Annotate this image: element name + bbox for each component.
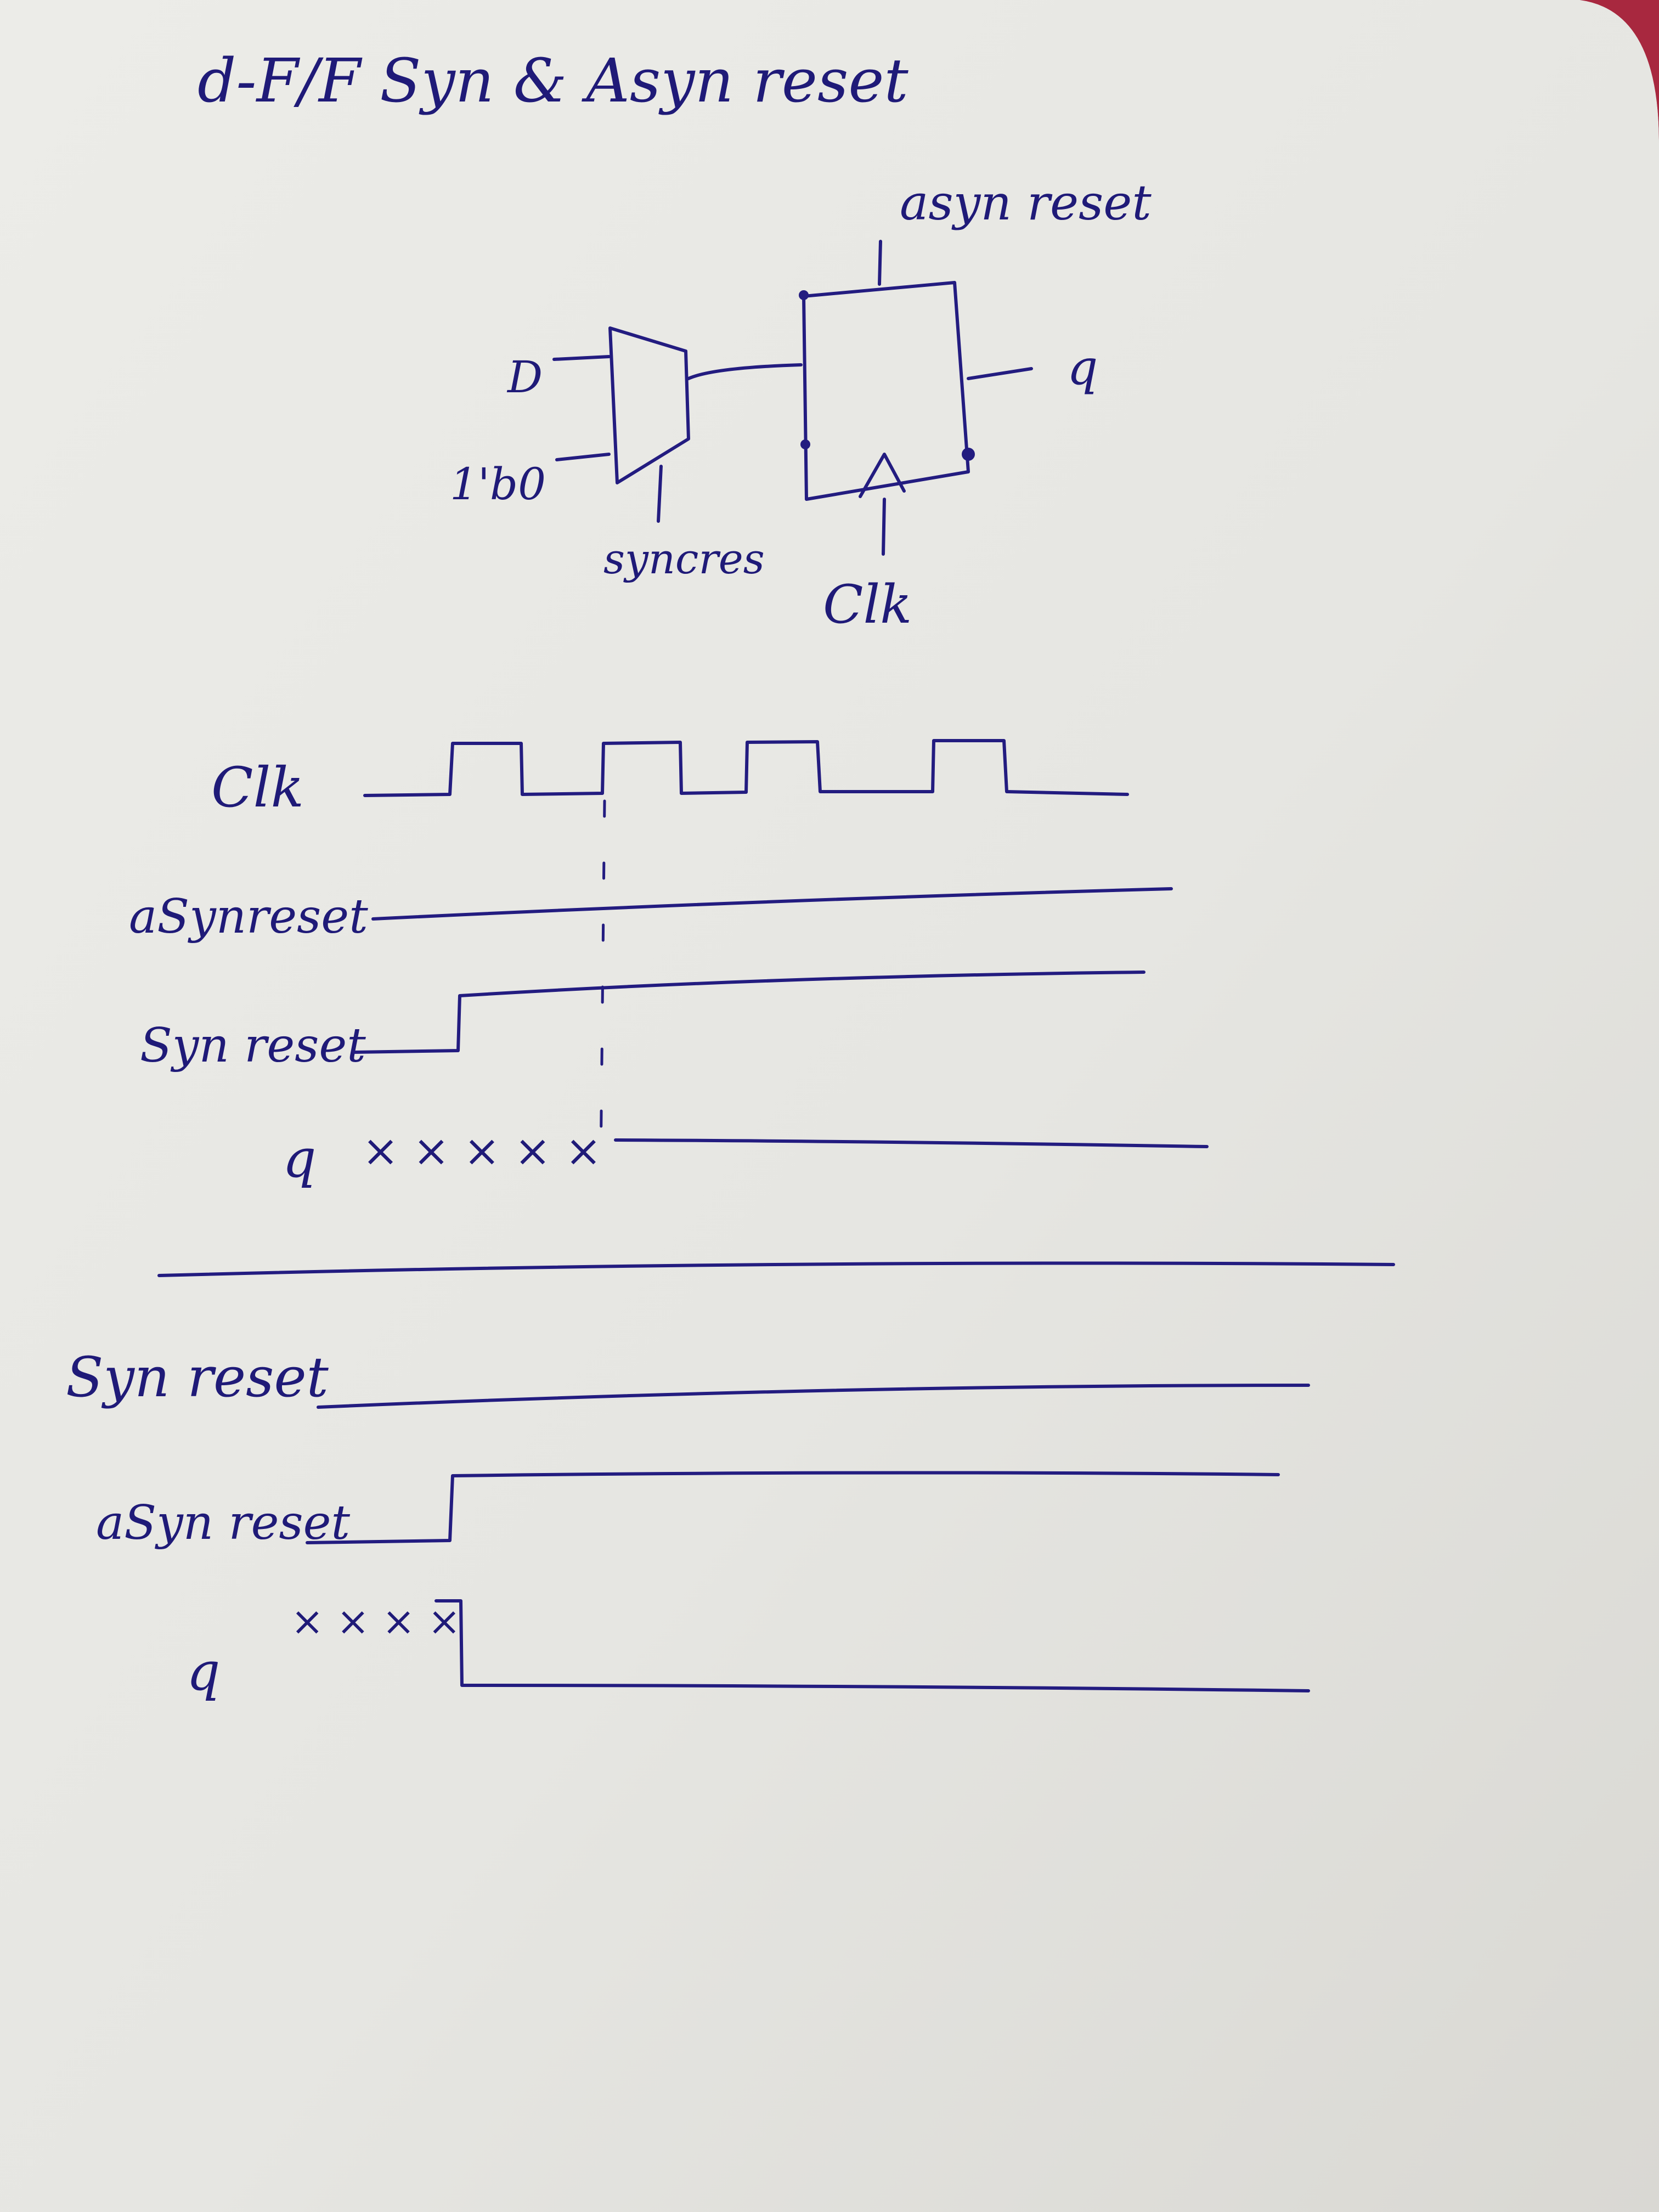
q-row-label-2: q — [187, 1641, 220, 1702]
sync-timing-diagram: Clk aSynreset Syn reset q × × × × × — [129, 739, 1209, 1189]
async-reset-label: asyn reset — [900, 174, 1152, 231]
async-timing-diagram: Syn reset aSyn reset q × × × × — [66, 1345, 1310, 1702]
sync-reset-waveform — [352, 970, 1146, 1054]
q-waveform-2 — [435, 1599, 1310, 1692]
sample-edge-marker — [599, 799, 606, 1167]
flip-flop-box — [802, 281, 970, 501]
sync-reset-waveform-2 — [317, 1384, 1310, 1409]
q-waveform — [614, 1138, 1209, 1148]
clock-input-label: Clk — [823, 574, 912, 635]
q-unknown-marks: × × × × × — [362, 1125, 602, 1176]
async-reset-row-label: aSynreset — [129, 889, 368, 944]
sync-reset-row-label: Syn reset — [140, 1018, 366, 1073]
q-unknown-marks-2: × × × × — [291, 1598, 461, 1644]
wire-zero-to-mux — [555, 453, 611, 461]
circuit-diagram: D 1'b0 syncres Clk asyn reset q — [450, 174, 1152, 635]
q-row-label: q — [283, 1128, 316, 1189]
async-reset-wire — [878, 240, 882, 286]
flop-clock-triangle — [859, 453, 906, 498]
flop-output-dot — [962, 448, 975, 461]
async-reset-waveform-2 — [306, 1471, 1280, 1544]
page-title: d-F/F Syn & Asyn reset — [198, 46, 909, 116]
wire-d-to-mux — [552, 355, 611, 361]
flop-corner-dot — [799, 290, 809, 300]
output-q-label: q — [1067, 339, 1098, 396]
page-corner — [1580, 0, 1659, 143]
mux-select-label: syncres — [603, 534, 765, 583]
flop-pin-dot — [800, 439, 810, 449]
multiplexer — [608, 326, 690, 484]
clk-label: Clk — [211, 755, 304, 820]
async-reset-waveform — [371, 887, 1173, 921]
clock-input-wire — [882, 498, 886, 556]
output-wire — [967, 367, 1033, 380]
mux-input-zero-label: 1'b0 — [450, 459, 546, 510]
sync-reset-row-label-2: Syn reset — [66, 1345, 329, 1409]
mux-input-d-label: D — [506, 352, 543, 403]
mux-select-wire — [657, 465, 663, 523]
clk-waveform — [363, 739, 1129, 797]
wire-mux-to-flop — [687, 363, 803, 380]
section-divider — [157, 1261, 1395, 1277]
